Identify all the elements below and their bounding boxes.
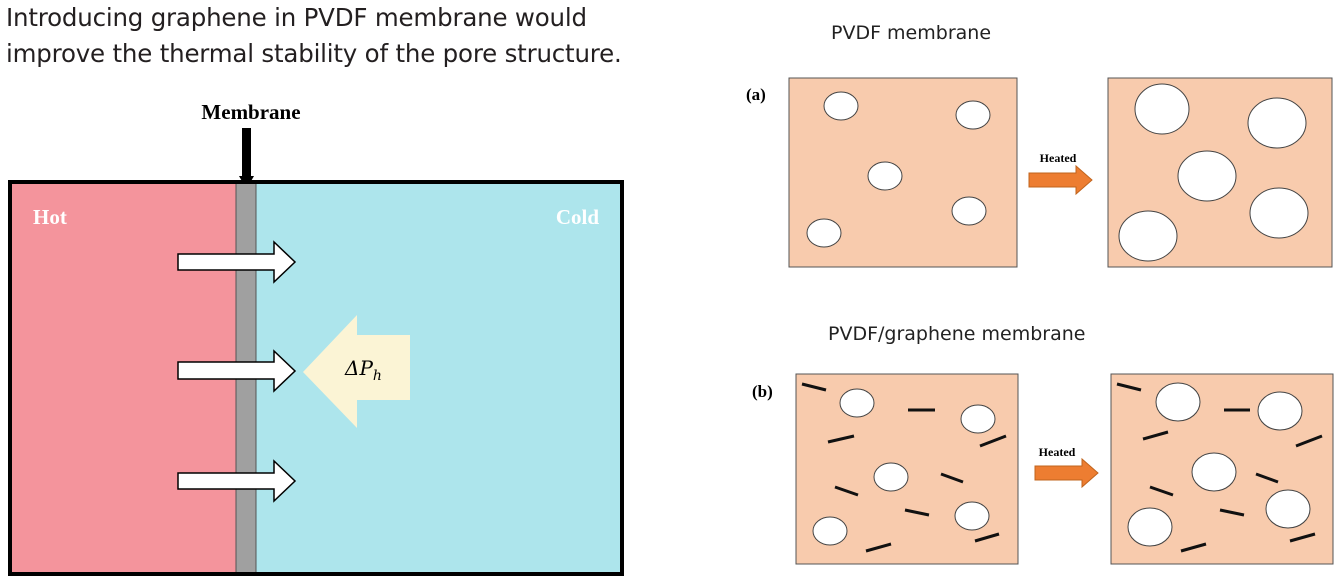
pore — [1249, 187, 1309, 239]
hot-label: Hot — [33, 205, 67, 229]
membrane-pointer-arrow-shaft — [242, 128, 251, 176]
pore — [867, 161, 903, 191]
panel-b-before-membrane — [795, 373, 1019, 565]
chamber-border — [8, 180, 624, 576]
pore — [812, 516, 848, 546]
panel-b-heated-label: Heated — [1039, 445, 1076, 459]
pore — [951, 196, 987, 226]
panel-a-title: PVDF membrane — [831, 22, 991, 44]
pore — [839, 388, 875, 418]
panel-a-heated-label: Heated — [1040, 151, 1077, 165]
pore — [806, 218, 842, 248]
vapor-flux-arrow-bottom — [177, 459, 297, 503]
panel-a-after-membrane — [1107, 77, 1333, 268]
pore — [1118, 210, 1178, 262]
panel-b-label: (b) — [752, 382, 773, 401]
pore — [1127, 507, 1173, 547]
vapor-flux-arrow-top — [177, 240, 297, 284]
pore — [954, 501, 990, 531]
heating-comparison-diagram: PVDF membrane (a) Heated PVDF/graphene m… — [746, 22, 1334, 565]
pore — [1134, 83, 1190, 135]
graphene-flakes — [1116, 382, 1323, 553]
pore — [1247, 97, 1307, 149]
caption-text: Introducing graphene in PVDF membrane wo… — [6, 3, 622, 68]
membrane-label: Membrane — [201, 100, 300, 124]
panel-a-heated-arrow — [1028, 164, 1093, 196]
graphene-flakes — [801, 382, 1007, 553]
pore — [1177, 150, 1237, 202]
panel-b-heated-arrow — [1034, 457, 1099, 489]
pore — [955, 100, 991, 130]
panel-b-title: PVDF/graphene membrane — [828, 323, 1085, 345]
pore — [873, 462, 909, 492]
membrane-schematic: Membrane Hot Cold ΔPh — [8, 100, 624, 576]
panel-a-before-membrane — [788, 77, 1018, 268]
panel-b-after-membrane — [1110, 373, 1334, 565]
panel-a-label: (a) — [746, 85, 766, 104]
pore — [960, 404, 996, 434]
pressure-difference-arrow — [303, 315, 410, 428]
pore — [1155, 382, 1201, 422]
pore — [823, 91, 859, 121]
pore — [1257, 391, 1303, 431]
pore — [1191, 452, 1237, 492]
pore — [1265, 489, 1311, 529]
pressure-difference-label: ΔPh — [344, 356, 382, 384]
vapor-flux-arrow-middle — [177, 349, 297, 393]
cold-label: Cold — [556, 205, 600, 229]
